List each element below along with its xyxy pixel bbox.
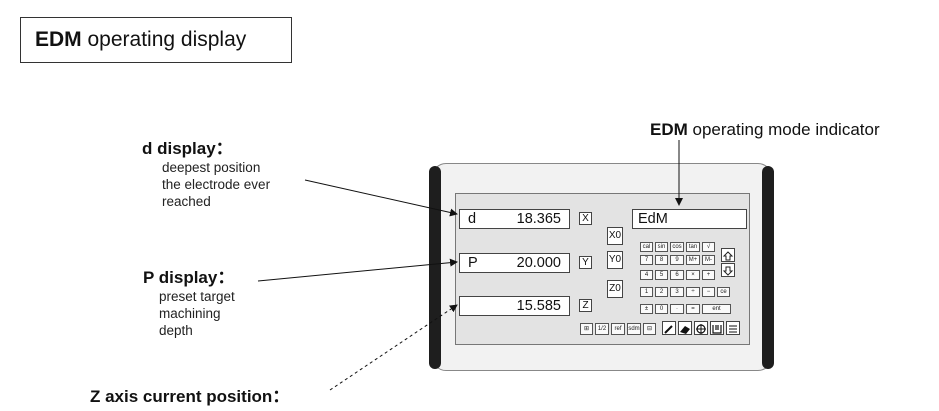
x-zero-button[interactable]: X0 (607, 227, 623, 245)
d-desc-line: reached (162, 194, 211, 209)
mode-label-rest: operating mode indicator (687, 120, 880, 139)
mode-label-bold: EDM (650, 120, 688, 139)
z-zero-button[interactable]: Z0 (607, 280, 623, 298)
fkey-table[interactable]: ⊟ (643, 323, 656, 335)
p-display-value: 20.000 (516, 255, 561, 271)
down-arrow-key[interactable] (721, 263, 735, 277)
key-7[interactable]: 7 (640, 255, 653, 265)
d-display-prefix: d (468, 211, 477, 227)
settings-icon (729, 325, 737, 333)
fkey-grid[interactable]: ⊞ (580, 323, 593, 335)
d-desc-line: deepest position (162, 160, 261, 175)
eraser-key[interactable] (678, 321, 692, 335)
key-4[interactable]: 4 (640, 270, 653, 280)
measure-icon (712, 325, 722, 334)
key-8[interactable]: 8 (655, 255, 668, 265)
key-plus-minus[interactable]: ± (640, 304, 653, 314)
p-display-description: preset target machining depth (159, 288, 235, 339)
key-6[interactable]: 6 (670, 270, 684, 280)
key-multiply[interactable]: × (686, 270, 700, 280)
key-0[interactable]: 0 (655, 304, 668, 314)
key-plus[interactable]: + (702, 270, 715, 280)
bolt-hole-icon (696, 324, 706, 334)
key-minus[interactable]: − (702, 287, 715, 297)
pencil-key[interactable] (662, 321, 676, 335)
fkey-sdm[interactable]: sdm (627, 323, 641, 335)
key-sin[interactable]: sin (655, 242, 668, 252)
key-sqrt[interactable]: √ (702, 242, 715, 252)
z-axis-button[interactable]: Z (579, 299, 592, 312)
p-display-label: P display： (143, 268, 235, 287)
d-desc-line: the electrode ever (162, 177, 271, 192)
right-rail (762, 166, 774, 369)
down-arrow-icon (722, 266, 734, 276)
d-display-description: deepest position the electrode ever reac… (162, 159, 270, 210)
d-display: d 18.365 (459, 209, 570, 229)
d-display-leader (304, 179, 458, 217)
fkey-half[interactable]: 1/2 (595, 323, 609, 335)
z-display: 15.585 (459, 296, 570, 316)
z-axis-label: Z axis current position： (90, 387, 290, 406)
title-rest: operating display (81, 28, 247, 51)
mode-display-value: EdM (638, 211, 668, 227)
pencil-icon (664, 325, 673, 334)
key-m-plus[interactable]: M+ (686, 255, 700, 265)
x-axis-button[interactable]: X (579, 212, 592, 225)
p-desc-line: preset target (159, 289, 235, 304)
z-axis-leader (329, 304, 458, 391)
key-3[interactable]: 3 (670, 287, 684, 297)
key-enter[interactable]: ent (702, 304, 731, 314)
y-axis-button[interactable]: Y (579, 256, 592, 269)
bolt-hole-key[interactable] (694, 321, 708, 335)
up-arrow-icon (722, 251, 734, 261)
z-display-value: 15.585 (516, 298, 561, 314)
up-arrow-key[interactable] (721, 248, 735, 262)
key-equals[interactable]: = (686, 304, 700, 314)
y-zero-button[interactable]: Y0 (607, 251, 623, 269)
mode-indicator-label: EDM operating mode indicator (650, 120, 880, 140)
key-decimal[interactable]: · (670, 304, 684, 314)
p-desc-line: depth (159, 323, 193, 338)
key-divide[interactable]: ÷ (686, 287, 700, 297)
key-m-minus[interactable]: M- (702, 255, 715, 265)
key-cos[interactable]: cos (670, 242, 684, 252)
key-2[interactable]: 2 (655, 287, 668, 297)
key-9[interactable]: 9 (670, 255, 684, 265)
p-desc-line: machining (159, 306, 221, 321)
title-bold: EDM (35, 28, 82, 51)
left-rail (429, 166, 441, 369)
p-display-prefix: P (468, 255, 478, 271)
fkey-ref[interactable]: ref (611, 323, 625, 335)
key-tan[interactable]: tan (686, 242, 700, 252)
p-display: P 20.000 (459, 253, 570, 273)
settings-key[interactable] (726, 321, 740, 335)
page-title: EDM operating display (20, 17, 292, 63)
p-display-leader (257, 258, 458, 282)
key-1[interactable]: 1 (640, 287, 653, 297)
key-cal[interactable]: cal (640, 242, 653, 252)
d-display-label: d display： (142, 139, 233, 158)
measure-key[interactable] (710, 321, 724, 335)
eraser-icon (680, 326, 690, 334)
key-ce[interactable]: ce (717, 287, 730, 297)
mode-display: EdM (632, 209, 747, 229)
key-5[interactable]: 5 (655, 270, 668, 280)
d-display-value: 18.365 (516, 211, 561, 227)
